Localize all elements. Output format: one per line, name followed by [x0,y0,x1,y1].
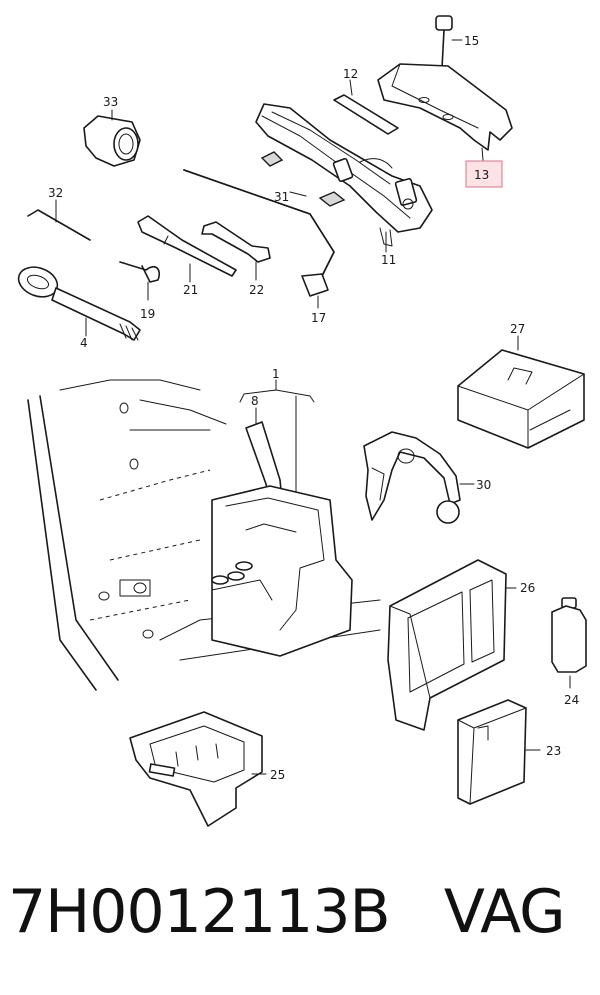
part-15-pin [435,15,463,69]
part-4-towing-eye [17,266,141,341]
part-27-tool-case [457,335,585,449]
part-number: 7H0012113B [8,877,391,947]
part-number-caption: 7H0012113B VAG [8,872,592,952]
callout-25: 25 [270,768,285,782]
callout-17: 17 [311,311,326,325]
callout-4: 4 [80,336,88,350]
foam-tray [211,485,353,657]
callout-19: 19 [140,307,155,321]
part-30-tow-ball [363,431,475,524]
part-17-wheel-brace [183,169,335,309]
callout-1: 1 [272,367,280,381]
callout-30: 30 [476,478,491,492]
parts-diagram: 15 12 13 33 31 11 [17,15,587,827]
callout-22: 22 [249,283,264,297]
callout-11: 11 [381,253,396,267]
callout-23: 23 [546,744,561,758]
part-13-cover [377,63,513,161]
part-11-jack [255,103,433,253]
part-12-strip [333,79,399,135]
callout-21: 21 [183,283,198,297]
callout-27: 27 [510,322,525,336]
brand-label: VAG [443,877,566,947]
callout-24: 24 [564,693,579,707]
callout-33: 33 [103,95,118,109]
part-32-hex-key [27,199,91,241]
callout-32: 32 [48,186,63,200]
part-22-wrench [201,221,271,281]
part-8-tube [245,407,283,501]
vehicle-body-outline [27,379,381,691]
callout-13: 13 [474,168,489,182]
callout-12: 12 [343,67,358,81]
part-26-insert [387,559,517,731]
part-31-pad-a [260,151,284,167]
part-31-pad-b [318,191,346,207]
callout-15: 15 [464,34,479,48]
part-25-tray [129,711,267,827]
callout-31: 31 [274,190,289,204]
callout-26: 26 [520,581,535,595]
part-33-socket [83,109,141,167]
callout-8: 8 [251,394,259,408]
part-24-bottle [551,597,587,689]
part-19-clip [119,261,161,301]
part-23-box [457,699,541,805]
part-21-screwdriver [137,215,237,283]
callout-13-highlight [465,160,503,188]
